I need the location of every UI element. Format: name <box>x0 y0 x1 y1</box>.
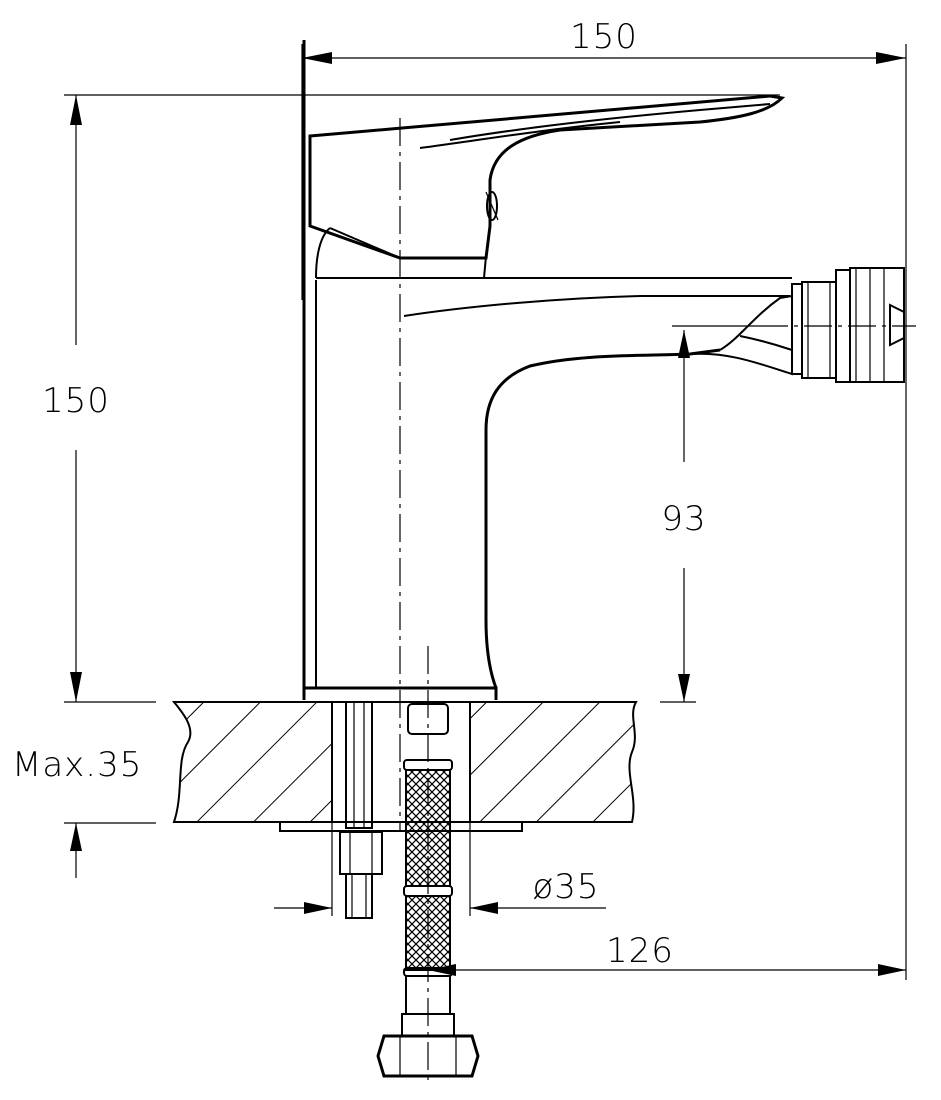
flexible-hose <box>376 646 480 1082</box>
dim-label-left-height: 150 <box>42 381 110 421</box>
dimension-left-height: 150 <box>42 94 780 702</box>
dimension-hole-diameter: ø35 <box>274 702 606 916</box>
dimension-projection: 126 <box>428 931 906 976</box>
dimension-spout-height: 93 <box>661 325 760 702</box>
countertop-section <box>171 701 638 823</box>
aerator-nozzle <box>760 267 916 383</box>
mounting-plate <box>279 821 523 832</box>
faucet-body <box>302 40 793 700</box>
dim-label-max-thickness: Max.35 <box>12 745 142 785</box>
dim-label-hole-diameter: ø35 <box>532 867 599 907</box>
dim-label-spout-height: 93 <box>661 499 706 539</box>
mounting-stud <box>339 701 383 919</box>
dimension-top-width: 150 <box>301 17 907 980</box>
dim-label-projection: 126 <box>606 931 674 971</box>
dimension-max-thickness: Max.35 <box>12 701 696 878</box>
lever-handle[interactable] <box>308 94 786 260</box>
dim-label-top-width: 150 <box>570 17 638 57</box>
